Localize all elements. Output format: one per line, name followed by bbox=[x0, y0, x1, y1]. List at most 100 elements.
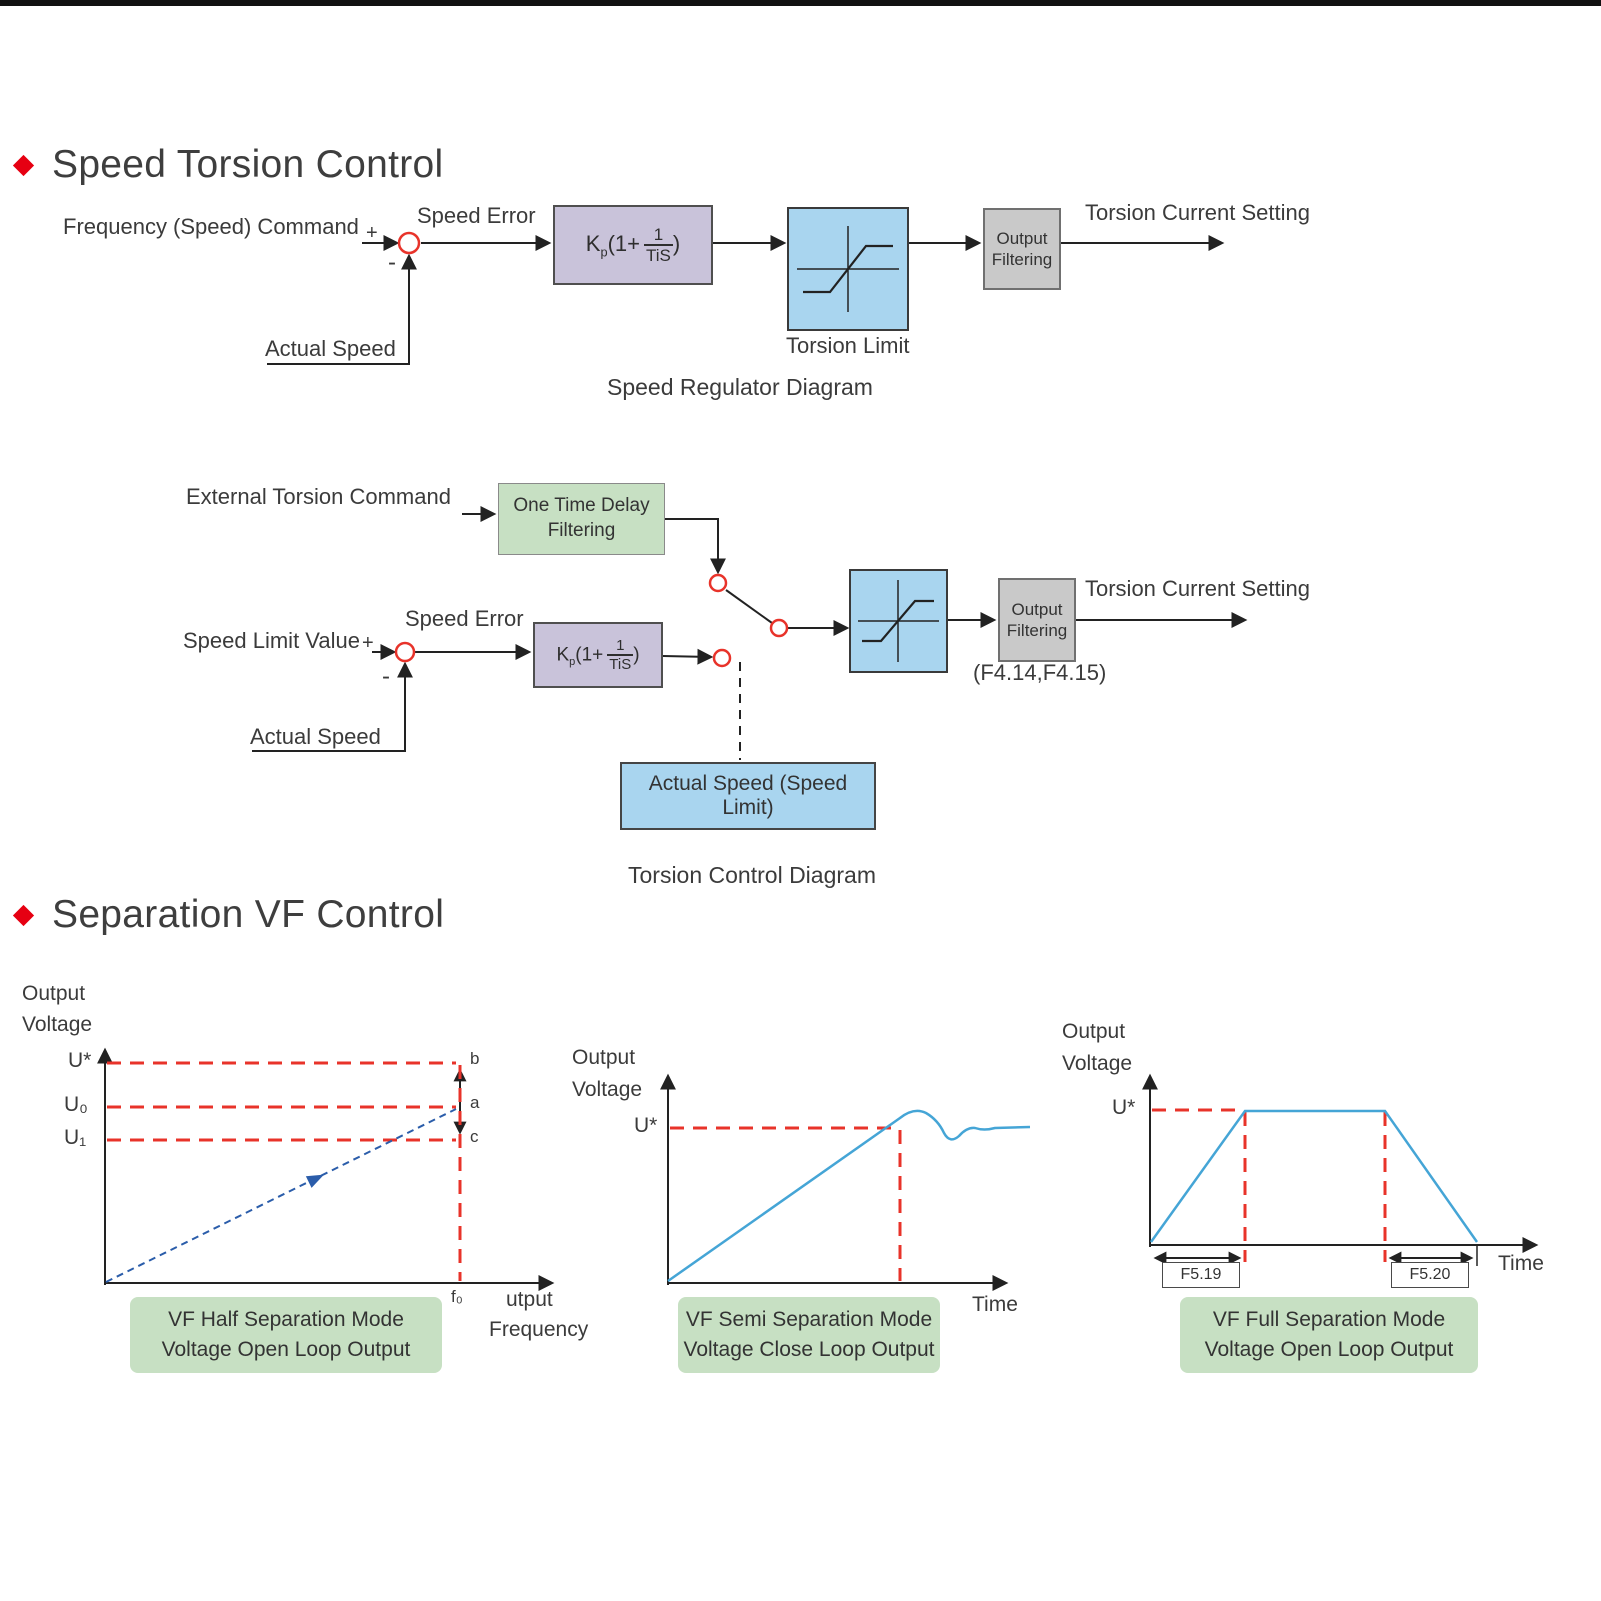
delay-block-line1: One Time Delay bbox=[513, 495, 650, 517]
saturation-curve bbox=[803, 244, 893, 294]
f520-label-box: F5.20 bbox=[1391, 1262, 1469, 1288]
switch-common bbox=[769, 618, 789, 638]
formula2-p-subscript: p bbox=[569, 655, 576, 668]
speed-error-label2: Speed Error bbox=[405, 606, 524, 631]
chart1-direction-arrow bbox=[305, 1174, 324, 1188]
formula-open: (1+ bbox=[607, 230, 640, 256]
chart2-y-label-line2: Voltage bbox=[572, 1078, 643, 1101]
chart1-u1-label: U₁ bbox=[64, 1126, 87, 1149]
diamond-bullet-icon bbox=[12, 904, 35, 926]
actual-speed-limit-text: Actual Speed (Speed Limit) bbox=[648, 772, 848, 819]
output-filtering-line2: Filtering bbox=[991, 250, 1053, 269]
chart3-trapezoid-curve bbox=[1149, 1109, 1479, 1243]
chart1-point-a-label: a bbox=[470, 1093, 480, 1112]
actual-speed-label: Actual Speed bbox=[265, 336, 396, 361]
chart1-vf-ramp-dashed bbox=[105, 1108, 457, 1283]
delay-block-line2: Filtering bbox=[547, 520, 616, 541]
output-filtering2-line2: Filtering bbox=[1006, 621, 1068, 640]
section-header-speed-torsion: Speed Torsion Control bbox=[12, 143, 443, 187]
torsion-current-setting-label: Torsion Current Setting bbox=[1085, 200, 1310, 225]
section-title-separation-vf: Separation VF Control bbox=[52, 893, 445, 936]
torsion-control-caption: Torsion Control Diagram bbox=[628, 862, 876, 888]
chart3-y-label-line1: Output bbox=[1062, 1020, 1126, 1043]
delay-to-switch-path bbox=[665, 518, 726, 575]
sum-junction2 bbox=[394, 641, 416, 663]
section-header-separation-vf: Separation VF Control bbox=[12, 893, 445, 937]
output-filtering-block: Output Filtering bbox=[983, 208, 1061, 290]
speed-regulator-diagram-graphics bbox=[267, 207, 1225, 365]
formula2-close: ) bbox=[633, 644, 640, 666]
actual-speed-feedback-path2 bbox=[252, 661, 413, 752]
f519-label: F5.19 bbox=[1180, 1266, 1222, 1283]
plus-sign2: + bbox=[362, 632, 374, 654]
fraction-denominator: TiS bbox=[644, 243, 673, 265]
frequency-speed-command-label: Frequency (Speed) Command bbox=[63, 214, 359, 239]
chart1-point-b-label: b bbox=[470, 1049, 480, 1068]
formula-p-subscript: p bbox=[600, 244, 608, 260]
chart1-y-label-line2: Voltage bbox=[22, 1013, 93, 1036]
fraction2-numerator: 1 bbox=[616, 636, 625, 654]
output-filtering-block2: Output Filtering bbox=[998, 578, 1076, 662]
saturation-curve2 bbox=[862, 599, 934, 643]
torsion-control-diagram-graphics bbox=[252, 506, 1248, 760]
diamond-bullet-icon bbox=[12, 154, 35, 176]
chart1-caption-line2: Voltage Open Loop Output bbox=[161, 1338, 411, 1361]
actual-speed-feedback-path bbox=[267, 253, 417, 365]
chart1-f0-label: f₀ bbox=[451, 1287, 463, 1306]
chart1-ustar-label: U* bbox=[68, 1049, 92, 1072]
chart1-x-label-line1: utput bbox=[506, 1288, 553, 1311]
chart-curves bbox=[105, 1108, 1479, 1283]
speed-regulator-caption: Speed Regulator Diagram bbox=[607, 374, 873, 400]
fraction-numerator: 1 bbox=[653, 224, 664, 244]
chart3-caption: VF Full Separation Mode Voltage Open Loo… bbox=[1180, 1297, 1478, 1373]
one-time-delay-filtering-block: One Time Delay Filtering bbox=[498, 483, 665, 555]
chart3-caption-line1: VF Full Separation Mode bbox=[1212, 1307, 1446, 1331]
chart1-y-label-line1: Output bbox=[22, 982, 86, 1005]
chart3-time-label: Time bbox=[1498, 1252, 1544, 1275]
chart2-caption-line2: Voltage Close Loop Output bbox=[683, 1338, 935, 1361]
switch-throw-top bbox=[708, 573, 728, 593]
actual-speed-label2: Actual Speed bbox=[250, 724, 381, 749]
chart2-caption-line1: VF Semi Separation Mode bbox=[685, 1307, 933, 1331]
chart2-y-label-line1: Output bbox=[572, 1046, 636, 1069]
minus-sign2: - bbox=[382, 663, 390, 690]
function-codes-label: (F4.14,F4.15) bbox=[973, 660, 1107, 685]
arrow-regulator2-to-switch bbox=[662, 648, 714, 665]
external-torsion-command-label: External Torsion Command bbox=[186, 484, 451, 509]
page-top-border bbox=[0, 0, 1601, 6]
chart1-caption-line1: VF Half Separation Mode bbox=[168, 1307, 404, 1331]
f520-label: F5.20 bbox=[1409, 1266, 1451, 1283]
switch-arm bbox=[725, 589, 773, 624]
formula-k: K bbox=[585, 230, 601, 256]
fraction2-denominator: TiS bbox=[607, 653, 634, 673]
chart-axes bbox=[97, 1047, 1539, 1291]
minus-sign: - bbox=[388, 249, 396, 276]
chart1-caption: VF Half Separation Mode Voltage Open Loo… bbox=[130, 1297, 442, 1373]
torsion-limit-label: Torsion Limit bbox=[786, 333, 910, 358]
chart3-ustar-label: U* bbox=[1112, 1096, 1136, 1119]
formula2-open: (1+ bbox=[575, 644, 604, 666]
speed-error-label: Speed Error bbox=[417, 203, 536, 228]
f519-label-box: F5.19 bbox=[1162, 1262, 1240, 1288]
chart2-caption: VF Semi Separation Mode Voltage Close Lo… bbox=[678, 1297, 940, 1373]
formula2-k: K bbox=[556, 644, 570, 666]
sum-junction bbox=[397, 231, 421, 255]
switch-throw-bottom bbox=[712, 648, 732, 668]
chart1-point-c-label: c bbox=[470, 1127, 479, 1146]
chart1-x-label-line2: Frequency bbox=[489, 1318, 589, 1341]
chart2-response-curve bbox=[667, 1109, 1031, 1283]
formula-close: ) bbox=[672, 230, 681, 256]
plus-sign: + bbox=[366, 222, 378, 244]
chart1-u0-label: U₀ bbox=[64, 1093, 88, 1116]
speed-limit-value-label: Speed Limit Value bbox=[183, 628, 360, 653]
red-reference-lines bbox=[107, 1061, 1387, 1281]
chart3-caption-line2: Voltage Open Loop Output bbox=[1204, 1338, 1454, 1361]
chart2-ustar-label: U* bbox=[634, 1114, 658, 1137]
